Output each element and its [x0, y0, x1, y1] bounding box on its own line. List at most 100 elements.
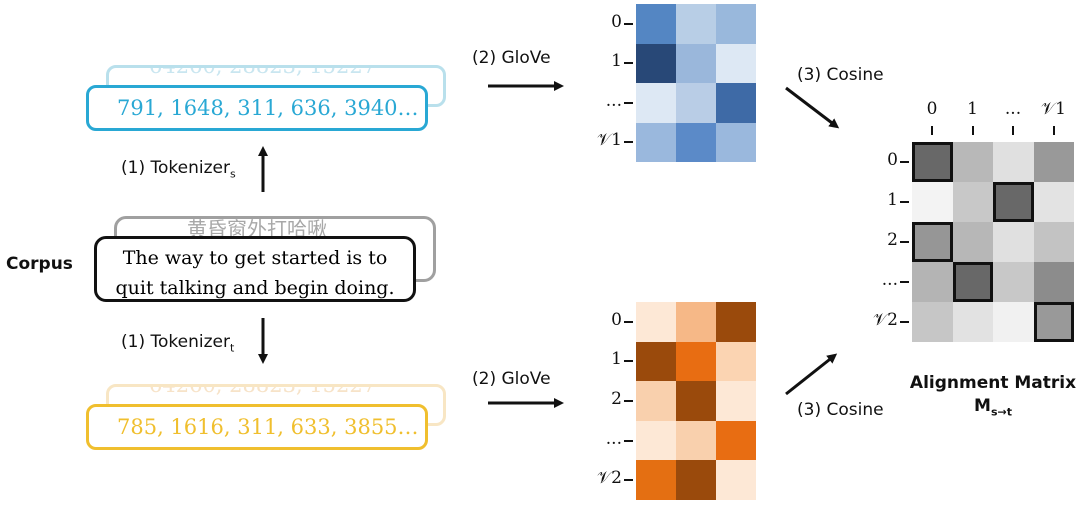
alignment-cell [952, 222, 993, 262]
source-matrix-row-tick [624, 62, 633, 65]
target-embedding-cell [716, 460, 756, 500]
target-embedding-cell [636, 302, 676, 342]
target-tokenizer-label: (1) Tokenizert [121, 332, 235, 355]
source-embedding-cell [636, 43, 676, 83]
source-embedding-cell [636, 122, 676, 162]
alignment-row-tick [900, 281, 909, 283]
source-embedding-cell [716, 43, 756, 83]
alignment-highlight-cell [1033, 302, 1074, 342]
alignment-col-label: ... [1004, 99, 1022, 119]
target-embedding-cell [636, 341, 676, 382]
alignment-row-tick [900, 161, 909, 163]
source-matrix-row-label: 0 [611, 11, 622, 32]
target-cosine-label: (3) Cosine [797, 400, 884, 420]
source-token-box: 791, 1648, 311, 636, 3940… [86, 85, 428, 131]
source-embedding-cell [636, 83, 676, 123]
source-embedding-matrix [636, 4, 756, 162]
source-ghost-tokens: 64260, 28823, 15227 [149, 65, 377, 78]
alignment-cell [993, 302, 1034, 342]
alignment-cell [1033, 222, 1074, 262]
corpus-label: Corpus [6, 254, 73, 274]
alignment-cell [1033, 262, 1074, 302]
source-embedding-cell [716, 4, 756, 44]
target-embedding-cell [716, 302, 756, 342]
corpus-text-line2: quit talking and begin doing. [115, 277, 395, 299]
target-embedding-cell [676, 302, 716, 342]
target-embedding-matrix [636, 302, 756, 500]
alignment-col-tick [971, 126, 974, 135]
alignment-col-label: 𝒱1 [1041, 99, 1066, 119]
alignment-cell [912, 262, 953, 302]
alignment-col-tick [931, 126, 933, 135]
alignment-row-tick [900, 321, 909, 323]
arrow-cosine-s [785, 86, 840, 129]
corpus-ghost-text: 黄昏窗外打哈啾 [187, 217, 327, 241]
source-matrix-row-label: 1 [611, 51, 622, 72]
source-matrix-row-tick [624, 101, 633, 104]
source-embedding-cell [636, 4, 676, 44]
source-embedding-cell [676, 83, 716, 123]
target-matrix-row-label: 1 [611, 349, 622, 370]
alignment-highlight-cell [952, 262, 993, 302]
corpus-text-line1: The way to get started is to [122, 247, 388, 269]
source-embedding-cell [716, 83, 756, 123]
arrow-cosine-t [785, 353, 838, 396]
source-embedding-cell [676, 43, 716, 83]
alignment-cell [952, 142, 993, 182]
target-ghost-tokens: 64260, 28823, 15227 [149, 384, 377, 397]
target-matrix-row-label: 2 [611, 389, 622, 409]
alignment-matrix [912, 142, 1074, 342]
alignment-cell [993, 182, 1034, 222]
source-cosine-label: (3) Cosine [797, 65, 884, 85]
target-glove-label: (2) GloVe [472, 369, 551, 389]
alignment-cell [952, 262, 993, 302]
source-matrix-row-tick [624, 141, 633, 144]
alignment-row-label: 1 [887, 190, 898, 210]
target-embedding-cell [716, 341, 756, 382]
alignment-col-label: 0 [926, 99, 938, 119]
target-matrix-row-tick [624, 360, 633, 363]
target-matrix-row-tick [624, 400, 633, 402]
corpus-text-box: The way to get started is to quit talkin… [94, 236, 416, 302]
target-embedding-cell [676, 460, 716, 500]
target-embedding-cell [676, 341, 716, 382]
target-matrix-row-tick [624, 320, 633, 323]
target-matrix-row-label: ... [605, 428, 622, 449]
alignment-highlight-cell [912, 222, 953, 262]
target-matrix-row-label: 𝒱2 [597, 468, 622, 489]
target-embedding-cell [676, 420, 716, 461]
target-embedding-cell [636, 381, 676, 421]
target-matrix-row-tick [624, 439, 633, 442]
alignment-row-label: ... [881, 270, 898, 290]
target-matrix-row-tick [624, 479, 633, 482]
source-embedding-cell [716, 122, 756, 162]
alignment-col-tick [1012, 126, 1014, 135]
source-matrix-row-tick [624, 22, 633, 25]
alignment-row-label: 0 [887, 150, 898, 170]
alignment-matrix-title: Alignment Matrix [909, 373, 1077, 393]
alignment-col-label: 1 [967, 99, 978, 119]
target-embedding-cell [636, 420, 676, 461]
alignment-cell [912, 182, 953, 222]
source-embedding-cell [676, 122, 716, 162]
source-matrix-row-label: ... [605, 90, 622, 111]
alignment-cell [912, 302, 953, 342]
source-tokenizer-label: (1) Tokenizers [121, 158, 236, 181]
alignment-cell [952, 302, 993, 342]
alignment-cell [993, 222, 1034, 262]
target-embedding-cell [676, 381, 716, 421]
alignment-cell [1033, 302, 1074, 342]
alignment-row-label: 𝒱2 [873, 310, 898, 330]
target-embedding-cell [716, 381, 756, 421]
target-embedding-cell [636, 460, 676, 500]
alignment-cell [952, 182, 993, 222]
alignment-highlight-cell [912, 142, 953, 182]
target-tokens: 785, 1616, 311, 633, 3855… [117, 415, 419, 439]
alignment-row-tick [900, 201, 909, 203]
source-embedding-cell [676, 4, 716, 44]
source-glove-label: (2) GloVe [472, 48, 551, 68]
alignment-cell [912, 142, 953, 182]
target-token-box: 785, 1616, 311, 633, 3855… [86, 404, 428, 450]
alignment-cell [912, 222, 953, 262]
alignment-row-tick [900, 241, 909, 243]
